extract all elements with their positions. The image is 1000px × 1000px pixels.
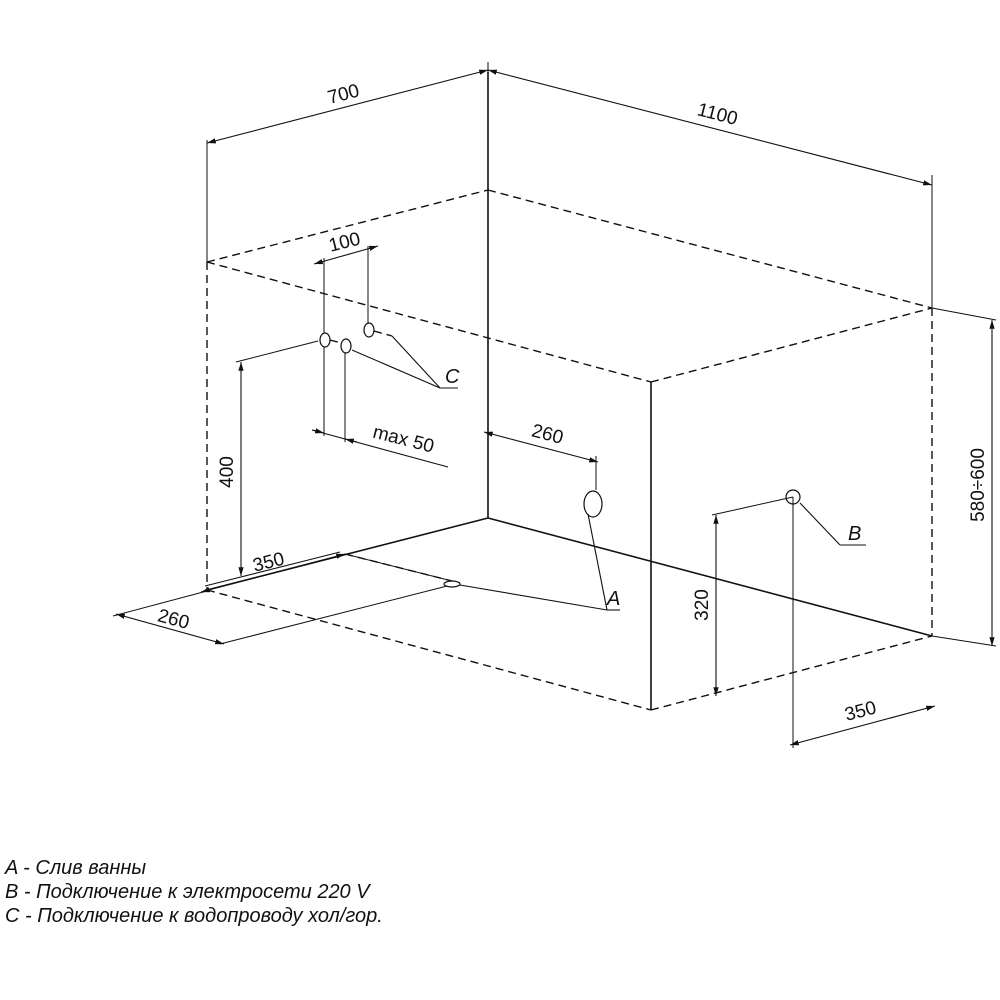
dimension-length: 1100	[487, 69, 933, 308]
pipe-cold	[319, 332, 331, 348]
water-supply-pipes: 100 max 50 C	[311, 229, 460, 468]
drain-a: 260 A	[459, 421, 620, 611]
floor-drain-point	[443, 580, 461, 588]
power-outlet-b: 320 350 B	[692, 489, 936, 748]
legend-item-c: C - Подключение к водопроводу хол/гор.	[5, 905, 383, 927]
dimension-label-400: 400	[217, 456, 238, 488]
marker-b-label: B	[848, 523, 861, 545]
pipe-hot	[340, 338, 352, 354]
legend: A - Слив ванны B - Подключение к электро…	[5, 856, 705, 928]
dimension-label-580-600: 580÷600	[968, 448, 989, 522]
dimension-left-floor: 350 260	[112, 549, 461, 645]
dimension-total-height: 580÷600	[931, 307, 997, 647]
dimension-label-350-right: 350	[843, 698, 879, 726]
dimension-label-100: 100	[327, 229, 363, 257]
marker-c-label: C	[445, 366, 460, 388]
pipe-cold-upper	[363, 322, 375, 338]
legend-item-b: B - Подключение к электросети 220 V	[5, 881, 370, 903]
marker-a-label: A	[606, 588, 620, 610]
room-outline	[206, 72, 933, 710]
tub-volume-dashed	[206, 189, 933, 711]
dimension-label-320: 320	[692, 589, 713, 621]
dimension-pipe-height: 400	[217, 340, 319, 576]
dimension-label-max50: max 50	[371, 422, 437, 458]
legend-item-a: A - Слив ванны	[5, 857, 147, 879]
drain-outlet	[583, 490, 603, 518]
dimension-label-260-left: 260	[155, 605, 191, 633]
dimension-label-260-drain: 260	[529, 421, 565, 449]
dimension-label-350-left: 350	[251, 549, 287, 577]
